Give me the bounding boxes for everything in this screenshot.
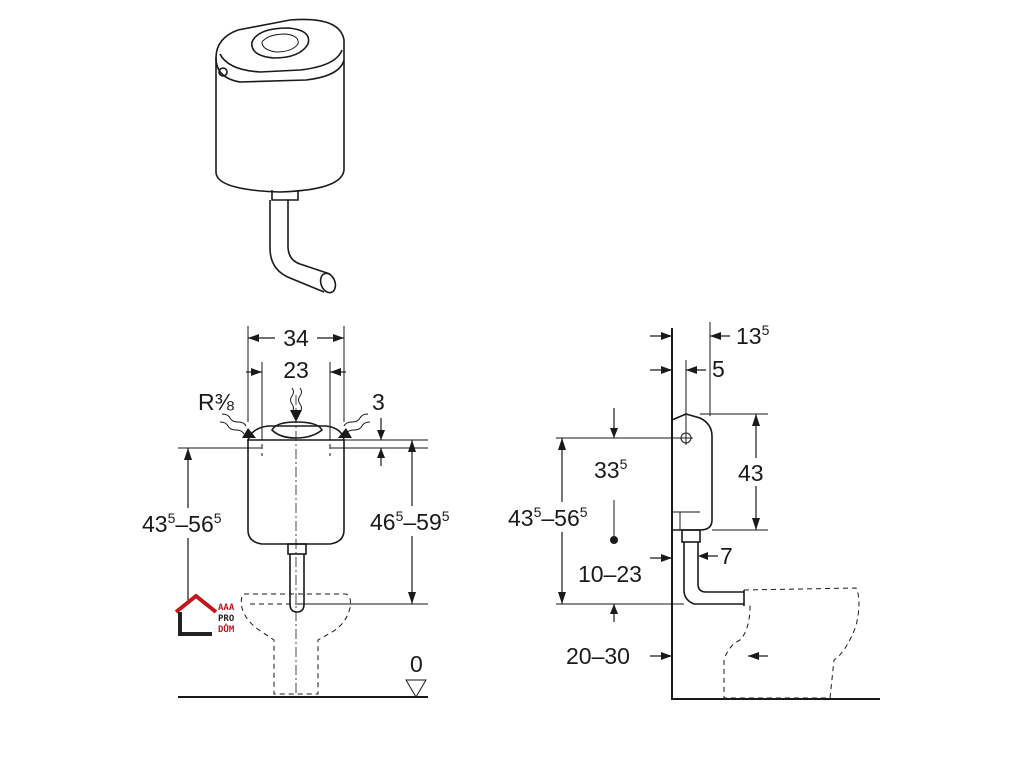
floor-level-label: 0	[410, 651, 423, 677]
dim-wall-offset: 135	[736, 322, 770, 349]
dim-bowl-range: 20–30	[566, 643, 630, 669]
cistern-isometric-view	[215, 18, 345, 294]
dim-inlet-height: 335	[594, 456, 628, 483]
dim-height-right: 465–595	[370, 508, 450, 535]
flush-button	[271, 421, 324, 439]
side-view: 135 5 43 335 435–565 7	[506, 322, 880, 700]
dim-wall-gap: 5	[712, 356, 725, 382]
dim-side-height: 435–565	[508, 504, 588, 531]
dim-height-left: 435–565	[142, 510, 222, 537]
logo-line2: PRO	[218, 614, 235, 624]
wavy-arrow-left	[219, 413, 256, 438]
front-view: 34 23 R⅜ 3	[140, 322, 464, 700]
toilet-bowl-side	[723, 587, 860, 699]
toilet-bowl-front	[240, 593, 351, 695]
floor-level-marker	[405, 679, 427, 698]
house-body-icon	[178, 612, 212, 636]
tank-side	[671, 413, 713, 531]
dim-tank-height: 43	[738, 460, 764, 486]
dim-outlet-offset: 7	[720, 543, 733, 569]
wavy-arrow-center	[290, 387, 302, 422]
wavy-arrow-right	[338, 413, 371, 438]
thread-size-label: R⅜	[198, 389, 235, 415]
dim-top-gap: 3	[372, 389, 385, 415]
logo-line3: DŮM	[218, 623, 235, 635]
logo-line1: AAA	[218, 603, 235, 613]
dim-pipe-range: 10–23	[578, 561, 642, 587]
watermark-logo: AAA PRO DŮM	[174, 593, 235, 636]
dim-width-inner: 23	[283, 357, 309, 383]
dim-width-outer: 34	[283, 325, 309, 351]
house-roof-icon	[174, 593, 218, 614]
